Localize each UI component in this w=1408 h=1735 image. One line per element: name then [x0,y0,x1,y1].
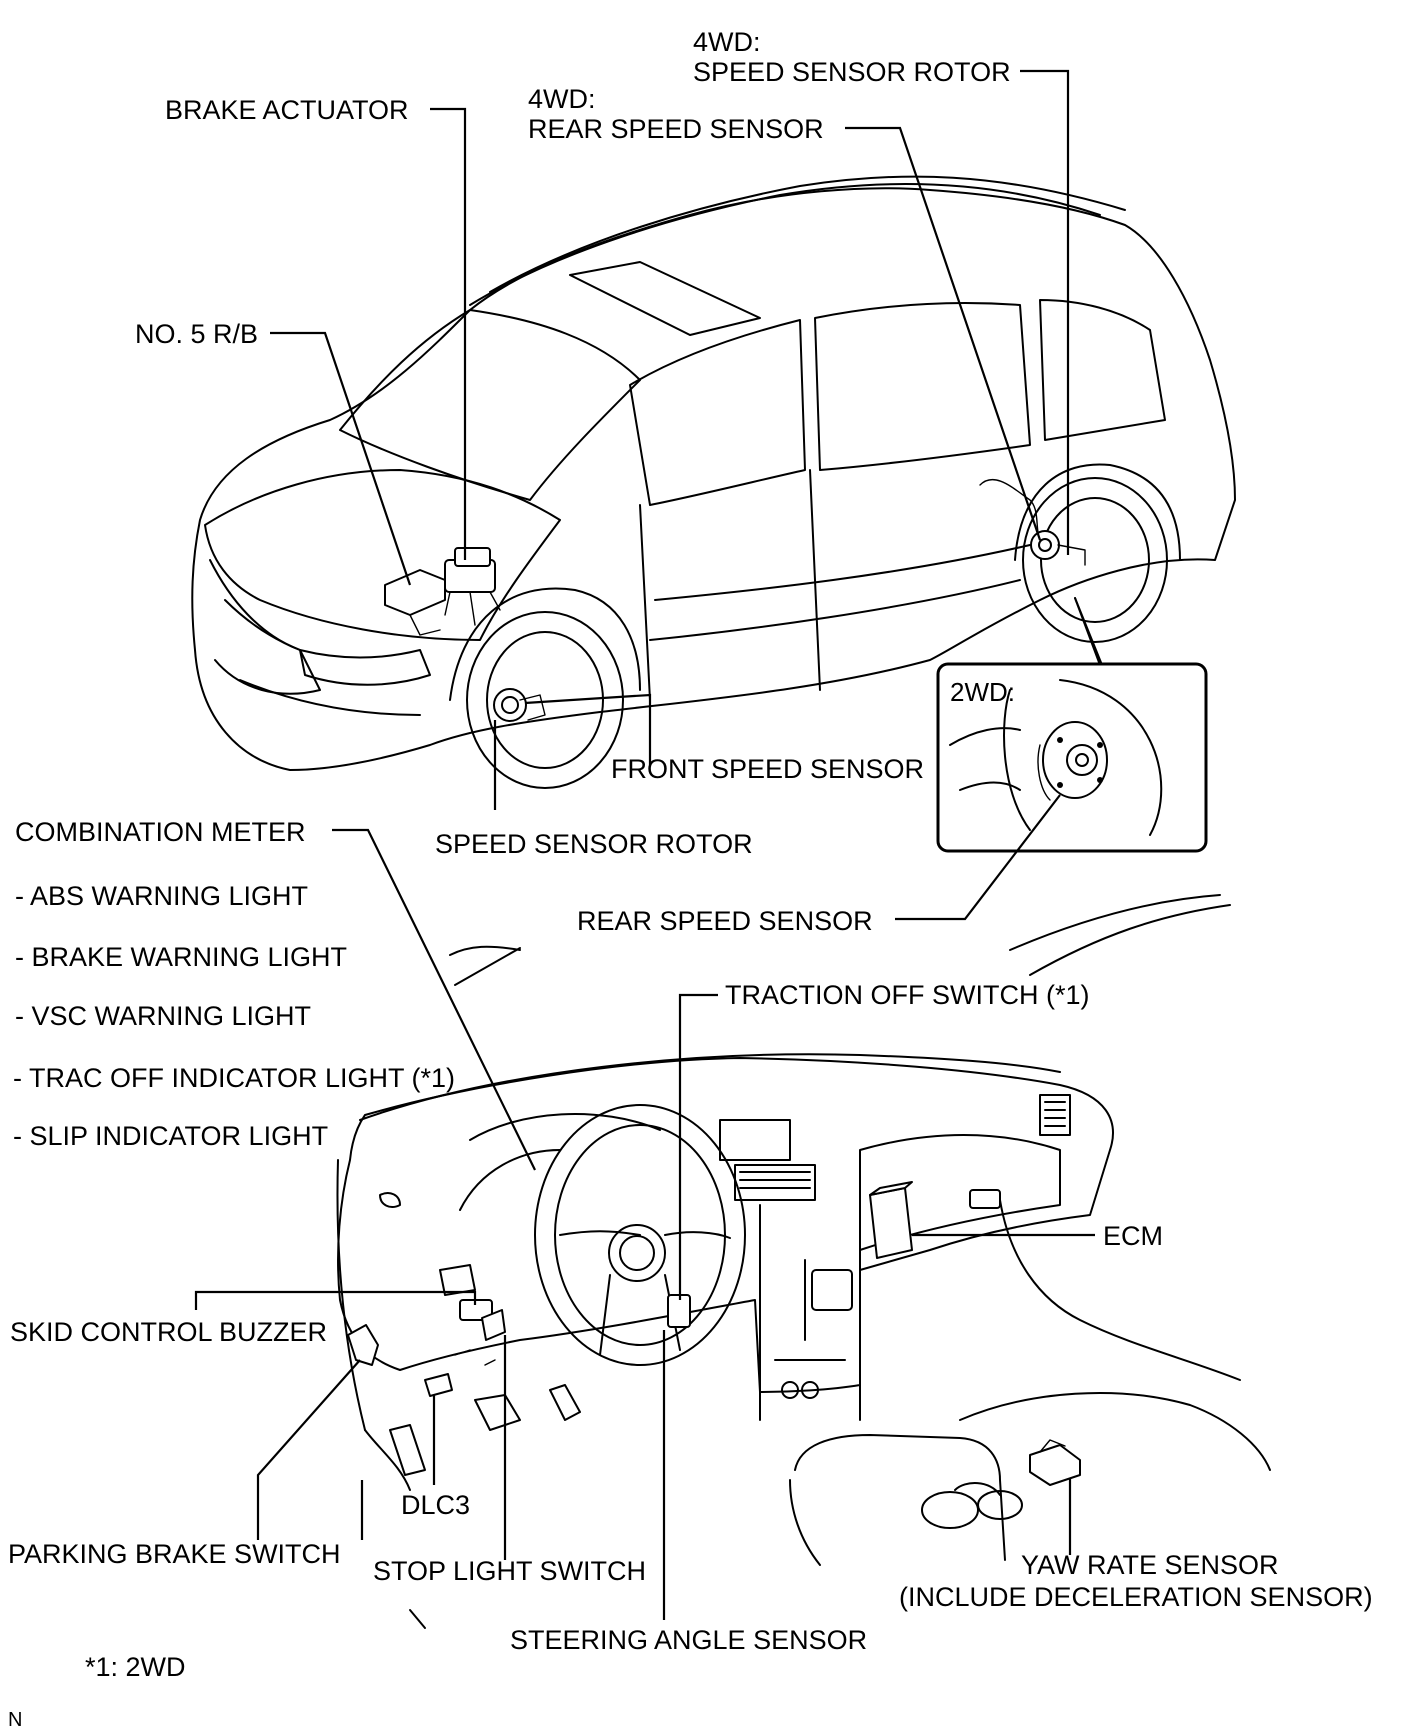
vehicle-illustration [191,175,1236,789]
label-4wd-speed-sensor-rotor: SPEED SENSOR ROTOR [693,57,1011,87]
label-brake-warning-light: - BRAKE WARNING LIGHT [15,942,348,972]
label-stop-light-switch: STOP LIGHT SWITCH [373,1556,647,1586]
label-4wd-rotor-prefix: 4WD: [693,27,761,57]
label-include-deceleration-sensor: (INCLUDE DECELERATION SENSOR) [899,1582,1373,1612]
label-vsc-warning-light: - VSC WARNING LIGHT [15,1001,312,1031]
label-traction-off-switch: TRACTION OFF SWITCH (*1) [725,980,1090,1010]
label-front-speed-sensor: FRONT SPEED SENSOR [611,754,925,784]
label-combination-meter: COMBINATION METER [15,817,306,847]
label-yaw-rate-sensor: YAW RATE SENSOR [1021,1550,1279,1580]
inset-2wd-detail [936,597,1208,853]
footnote: *1: 2WD [85,1652,186,1682]
label-rear-speed-sensor: REAR SPEED SENSOR [577,906,873,936]
label-ecm: ECM [1103,1221,1163,1251]
label-slip-indicator-light: - SLIP INDICATOR LIGHT [13,1121,329,1151]
label-parking-brake-switch: PARKING BRAKE SWITCH [8,1539,341,1569]
label-dlc3: DLC3 [401,1490,471,1520]
label-speed-sensor-rotor: SPEED SENSOR ROTOR [435,829,753,859]
label-abs-warning-light: - ABS WARNING LIGHT [15,881,309,911]
label-4wd-rear-prefix: 4WD: [528,84,596,114]
label-no5-rb: NO. 5 R/B [135,319,259,349]
dashboard-illustration [336,894,1271,1629]
label-steering-angle-sensor: STEERING ANGLE SENSOR [510,1625,868,1655]
label-brake-actuator: BRAKE ACTUATOR [165,95,409,125]
label-trac-off-indicator-light: - TRAC OFF INDICATOR LIGHT (*1) [13,1063,456,1093]
corner-mark: N [8,1709,23,1731]
leader-lines [194,69,1095,1620]
label-4wd-rear-speed-sensor: REAR SPEED SENSOR [528,114,824,144]
label-2wd: 2WD: [950,677,1015,707]
label-skid-control-buzzer: SKID CONTROL BUZZER [10,1317,328,1347]
